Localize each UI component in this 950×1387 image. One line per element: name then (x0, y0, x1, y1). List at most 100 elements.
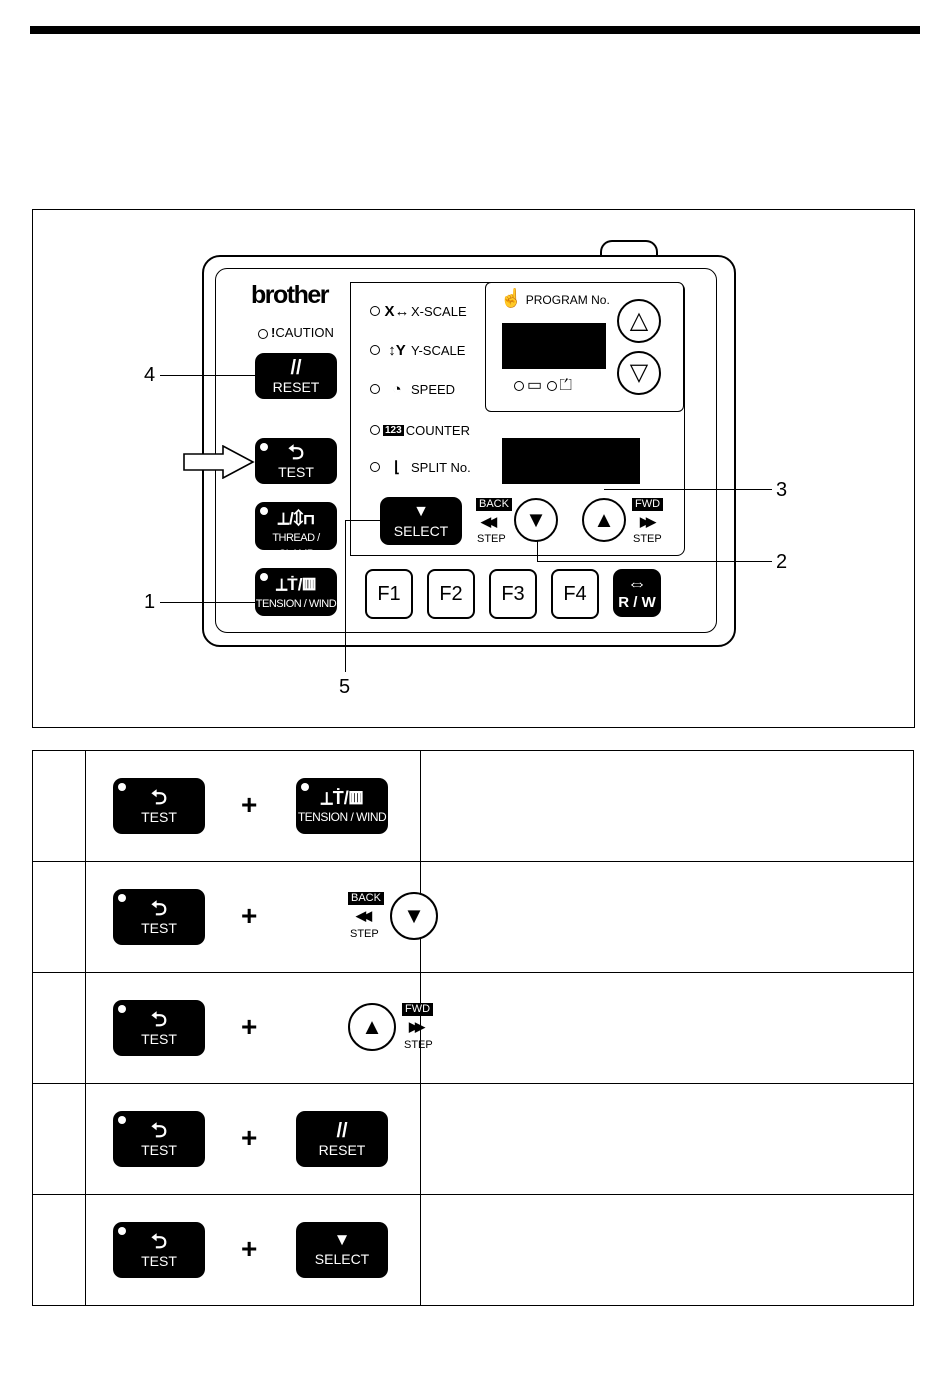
plus-sign: + (241, 900, 258, 931)
triangle-down-icon: ▽ (629, 359, 649, 386)
reset-slash-icon: // (290, 357, 302, 379)
f4-key[interactable]: F4 (551, 569, 599, 619)
program-display (502, 323, 606, 369)
tension-wind-icon: ⟂Ṫ/▥ (320, 788, 364, 808)
rw-arrows-icon: ⇔ (627, 573, 647, 595)
callout-2: 2 (776, 551, 788, 573)
rw-key[interactable]: ⇔ R / W (613, 569, 661, 617)
back-arrow-icon: ⮌ (150, 1120, 168, 1142)
test-key: ⮌ TEST (113, 778, 205, 834)
test-key-led (118, 894, 126, 902)
test-key-led (260, 443, 268, 451)
x-scale-icon: X↔ (384, 302, 410, 320)
combo-cell: ⮌ TEST + ▼ SELECT (85, 1194, 421, 1306)
x-scale-indicator: X↔ X-SCALE (370, 301, 467, 321)
tension-wind-label: TENSION / WIND (255, 598, 337, 610)
program-down-button[interactable]: ▽ (617, 351, 661, 395)
table-row: ⮌ TEST + ▼ SELECT (32, 1194, 914, 1306)
test-key-led (118, 1005, 126, 1013)
leader-5 (345, 520, 346, 672)
split-label: SPLIT No. (411, 459, 471, 475)
program-up-button[interactable]: △ (617, 299, 661, 343)
plus-sign: + (241, 1122, 258, 1153)
counter-led (370, 425, 380, 435)
program-no-header: ☝ PROGRAM No. (500, 288, 610, 309)
speed-dial-icon: ◔ (392, 380, 402, 398)
leader-4 (160, 375, 255, 376)
thread-clamp-led (260, 507, 268, 515)
f2-key[interactable]: F2 (427, 569, 475, 619)
triangle-down-icon: ▼ (333, 1230, 351, 1249)
tension-wind-key: ⟂Ṫ/▥ TENSION / WIND (296, 778, 388, 834)
back-arrow-icon: ⮌ (150, 898, 168, 920)
triangle-down-icon: ▼ (413, 503, 429, 520)
combo-cell: ⮌ TEST + BACK ◀◀ STEP ▼ (85, 861, 438, 973)
callout-5: 5 (339, 676, 351, 698)
program-no-label: PROGRAM No. (525, 293, 610, 307)
tension-wind-label: TENSION / WIND (297, 810, 387, 824)
select-key-label: SELECT (314, 1251, 370, 1267)
combo-cell: ⮌ TEST + ⟂Ṫ/▥ TENSION / WIND (85, 750, 421, 862)
f1-key[interactable]: F1 (365, 569, 413, 619)
counter-indicator: 123 COUNTER (370, 420, 470, 440)
description-cell (420, 972, 914, 1084)
callout-3: 3 (776, 479, 788, 501)
split-indicator: ⌊ SPLIT No. (370, 457, 471, 477)
speed-indicator: ◔ SPEED (370, 379, 455, 399)
plus-sign: + (241, 789, 258, 820)
leader-2-vertical (537, 540, 538, 561)
combo-cell: ⮌ TEST + ▲ FWD ▶▶ STEP (85, 972, 434, 1084)
rewind-icon: ◀◀ (481, 514, 497, 529)
description-cell (420, 1083, 914, 1195)
description-cell (420, 750, 914, 862)
row-number-cell (32, 1194, 86, 1306)
thread-clamp-label: THREAD / CLAMP (272, 532, 320, 560)
caution-label: CAUTION (275, 325, 334, 340)
thread-clamp-key[interactable]: ⟂/⇕⊓ THREAD / CLAMP (255, 502, 337, 560)
fwd-step-button: ▲ (348, 1003, 396, 1051)
test-key-led (118, 1227, 126, 1235)
back-tag: BACK (476, 498, 512, 511)
test-key-label: TEST (141, 809, 177, 825)
test-key-label: TEST (278, 464, 314, 480)
caution-led (258, 328, 268, 339)
table-row: ⮌ TEST + BACK ◀◀ STEP ▼ (32, 861, 914, 973)
test-key-label: TEST (141, 1031, 177, 1047)
leader-3 (604, 489, 772, 490)
plus-sign: + (241, 1011, 258, 1042)
leader-5-horizontal (345, 520, 380, 521)
plus-sign: + (241, 1233, 258, 1264)
callout-4: 4 (144, 364, 156, 386)
select-key-label: SELECT (393, 523, 449, 539)
fwd-step-button[interactable]: ▲ (582, 498, 626, 542)
tension-wind-icon: ⟂Ṫ/▥ (275, 575, 317, 594)
select-key[interactable]: ▼ SELECT (380, 497, 462, 545)
test-key-led (118, 1116, 126, 1124)
triangle-up-icon: △ (629, 307, 649, 334)
speed-label: SPEED (411, 381, 456, 397)
disk-led (546, 380, 557, 391)
needle-icon: ⌊ (394, 459, 400, 476)
counter-icon: 123 (383, 424, 404, 436)
combo-cell: ⮌ TEST + // RESET (85, 1083, 421, 1195)
split-display (502, 438, 640, 484)
tension-wind-key[interactable]: ⟂Ṫ/▥ TENSION / WIND (255, 568, 337, 616)
back-step-button[interactable]: ▼ (514, 498, 558, 542)
key-combination-table: ⮌ TEST + ⟂Ṫ/▥ TENSION / WIND ⮌ TEST (32, 750, 914, 1306)
test-key[interactable]: ⮌ TEST (255, 438, 337, 484)
exclamation-icon: ! (271, 325, 276, 340)
figure-frame (32, 209, 915, 728)
back-arrow-icon: ⮌ (287, 442, 305, 464)
f3-key[interactable]: F3 (489, 569, 537, 619)
reset-key: // RESET (296, 1111, 388, 1167)
callout-1: 1 (144, 591, 156, 613)
y-scale-led (370, 345, 380, 355)
caution-indicator: !CAUTION (258, 325, 334, 340)
back-step-label: STEP (477, 533, 506, 545)
reset-key[interactable]: // RESET (255, 353, 337, 399)
row-number-cell (32, 861, 86, 973)
test-key-led (118, 783, 126, 791)
card-led (514, 380, 524, 391)
triangle-down-icon: ▼ (403, 903, 425, 928)
leader-1 (160, 602, 255, 603)
